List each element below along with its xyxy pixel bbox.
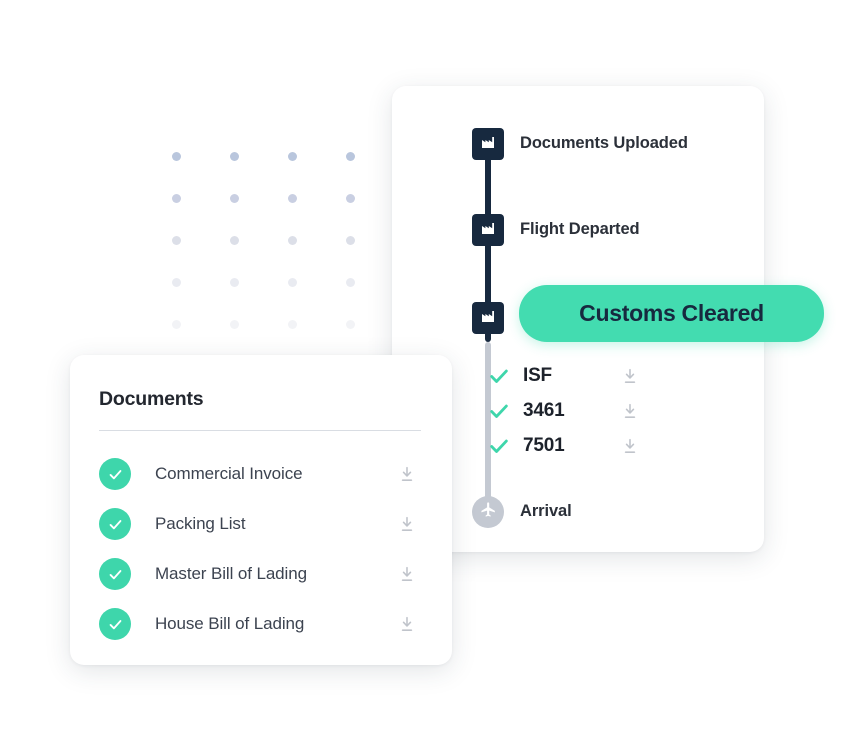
timeline-node-flight-departed[interactable] — [472, 214, 504, 246]
grid-dot — [230, 194, 239, 203]
grid-dot — [346, 278, 355, 287]
check-icon — [488, 439, 510, 461]
timeline-rail-pending — [485, 342, 491, 506]
status-badge-customs-cleared[interactable]: Customs Cleared — [519, 285, 824, 342]
grid-dot — [346, 194, 355, 203]
grid-dot — [346, 236, 355, 245]
check-circle-icon — [99, 458, 131, 490]
customs-document-name: ISF — [523, 364, 552, 386]
download-button[interactable] — [398, 565, 416, 583]
grid-dot — [230, 152, 239, 161]
table-row[interactable]: House Bill of Lading — [99, 599, 432, 649]
list-item[interactable]: 7501 — [488, 428, 708, 463]
grid-dot — [346, 320, 355, 329]
list-item[interactable]: ISF — [488, 358, 708, 393]
check-icon — [488, 369, 510, 391]
check-circle-icon — [99, 608, 131, 640]
download-icon[interactable] — [398, 566, 416, 587]
download-button[interactable] — [621, 367, 639, 385]
document-name: Master Bill of Lading — [155, 564, 307, 583]
check-icon — [109, 469, 121, 479]
download-button[interactable] — [621, 437, 639, 455]
grid-dot — [172, 152, 181, 161]
timeline-node-customs-cleared[interactable] — [472, 302, 504, 334]
download-icon[interactable] — [621, 438, 639, 459]
download-icon[interactable] — [398, 516, 416, 537]
document-name: Commercial Invoice — [155, 464, 303, 483]
list-item[interactable]: 3461 — [488, 393, 708, 428]
check-icon — [109, 619, 121, 629]
check-icon — [109, 519, 121, 529]
check-icon-wrap — [488, 435, 510, 457]
divider — [99, 430, 421, 431]
airplane-icon — [480, 501, 497, 523]
download-button[interactable] — [398, 465, 416, 483]
grid-dot — [288, 236, 297, 245]
grid-dot — [288, 278, 297, 287]
check-icon — [488, 404, 510, 426]
factory-icon — [480, 220, 496, 241]
page-title: Documents — [99, 388, 204, 410]
customs-documents-list: ISF 3461 7501 — [488, 358, 708, 463]
dot-grid — [172, 152, 364, 336]
document-name: House Bill of Lading — [155, 614, 305, 633]
document-name: Packing List — [155, 514, 246, 533]
download-icon[interactable] — [398, 466, 416, 487]
grid-dot — [346, 152, 355, 161]
timeline-label-documents-uploaded: Documents Uploaded — [520, 134, 688, 152]
customs-document-name: 3461 — [523, 399, 565, 421]
factory-icon — [480, 134, 496, 155]
download-icon[interactable] — [621, 403, 639, 424]
grid-dot — [288, 152, 297, 161]
grid-dot — [172, 278, 181, 287]
check-icon-wrap — [488, 365, 510, 387]
grid-dot — [230, 320, 239, 329]
shipment-timeline-card: Documents Uploaded Flight Departed — [392, 86, 824, 552]
grid-dot — [230, 278, 239, 287]
grid-dot — [172, 320, 181, 329]
status-badge-label: Customs Cleared — [579, 300, 764, 326]
grid-dot — [172, 194, 181, 203]
check-icon-wrap — [488, 400, 510, 422]
factory-icon — [480, 308, 496, 329]
table-row[interactable]: Master Bill of Lading — [99, 549, 432, 599]
download-icon[interactable] — [621, 368, 639, 389]
check-circle-icon — [99, 508, 131, 540]
grid-dot — [230, 236, 239, 245]
grid-dot — [172, 236, 181, 245]
check-circle-icon — [99, 558, 131, 590]
timeline-node-documents-uploaded[interactable] — [472, 128, 504, 160]
download-button[interactable] — [398, 515, 416, 533]
grid-dot — [288, 194, 297, 203]
download-button[interactable] — [621, 402, 639, 420]
check-icon — [109, 569, 121, 579]
timeline-node-arrival[interactable] — [472, 496, 504, 528]
download-icon[interactable] — [398, 616, 416, 637]
grid-dot — [288, 320, 297, 329]
customs-document-name: 7501 — [523, 434, 565, 456]
table-row[interactable]: Packing List — [99, 499, 432, 549]
download-button[interactable] — [398, 615, 416, 633]
timeline-label-arrival: Arrival — [520, 502, 572, 520]
timeline-label-flight-departed: Flight Departed — [520, 220, 640, 238]
table-row[interactable]: Commercial Invoice — [99, 449, 432, 499]
